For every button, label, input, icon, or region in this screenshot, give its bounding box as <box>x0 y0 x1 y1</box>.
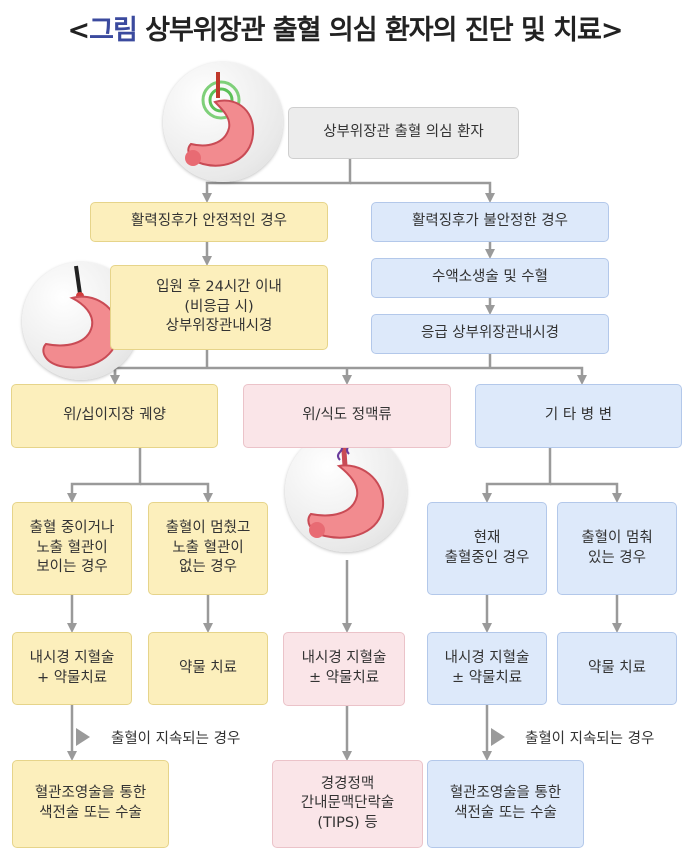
stomach-icon <box>185 72 255 167</box>
other-med-box: 약물 치료 <box>557 632 677 705</box>
ulcer-med-box: 약물 치료 <box>148 632 268 705</box>
ulcer-stopped-box: 출혈이 멈췄고 노출 혈관이 없는 경우 <box>148 502 268 595</box>
ulcer-active-box: 출혈 중이거나 노출 혈관이 보이는 경우 <box>12 502 132 595</box>
title-suffix: > <box>600 15 624 46</box>
ulcer-persist-pointer <box>76 728 90 746</box>
stomach-illustration-top <box>163 62 283 182</box>
tips-box: 경경정맥 간내문맥단락술 (TIPS) 등 <box>272 760 423 848</box>
title-prefix: < <box>67 15 90 46</box>
other-active-box: 현재 출혈중인 경우 <box>427 502 547 595</box>
emergency-endoscopy-box: 응급 상부위장관내시경 <box>371 314 609 354</box>
title-main: 상부위장관 출혈 의심 환자의 진단 및 치료 <box>145 15 602 46</box>
other-lesion-box: 기 타 병 변 <box>475 384 682 448</box>
other-persist-pointer <box>491 728 505 746</box>
stomach-illustration-varices <box>285 430 407 552</box>
varix-tx-box: 내시경 지혈술 ± 약물치료 <box>283 632 405 706</box>
page-title: <그림 상부위장관 출혈 의심 환자의 진단 및 치료> <box>0 8 690 47</box>
ulcer-persist-note: 출혈이 지속되는 경우 <box>111 731 241 747</box>
stable-vitals-box: 활력징후가 안정적인 경우 <box>90 202 328 242</box>
arrow-to-other-active <box>482 448 552 503</box>
arrow-to-other <box>113 366 587 385</box>
other-persist-note: 출혈이 지속되는 경우 <box>525 731 655 747</box>
unstable-vitals-box: 활력징후가 불안정한 경우 <box>371 202 609 242</box>
varices-stomach-icon <box>307 435 385 539</box>
arrow-to-stable <box>202 159 352 203</box>
fluids-box: 수액소생술 및 수혈 <box>371 258 609 298</box>
other-stopped-box: 출혈이 멈춰 있는 경우 <box>557 502 677 595</box>
arrow-to-ulcer-active <box>67 448 142 503</box>
ulcer-surgery-box: 혈관조영술을 통한 색전술 또는 수술 <box>12 760 169 848</box>
arrow-to-unstable <box>350 181 495 203</box>
varices-box: 위/식도 정맥류 <box>243 384 451 448</box>
title-highlight: 그림 <box>89 15 138 46</box>
start-box: 상부위장관 출혈 의심 환자 <box>288 107 519 159</box>
other-surgery-box: 혈관조영술을 통한 색전술 또는 수술 <box>427 760 584 848</box>
arrow-to-ulcer-stopped <box>140 482 213 503</box>
arrow-to-other-stopped <box>550 482 622 503</box>
ulcer-endo-tx-box: 내시경 지혈술 + 약물치료 <box>12 632 132 705</box>
endoscopy-24h-box: 입원 후 24시간 이내 (비응급 시) 상부위장관내시경 <box>110 265 328 350</box>
other-endo-tx-box: 내시경 지혈술 ± 약물치료 <box>427 632 547 705</box>
ulcer-box: 위/십이지장 궤양 <box>11 384 218 448</box>
